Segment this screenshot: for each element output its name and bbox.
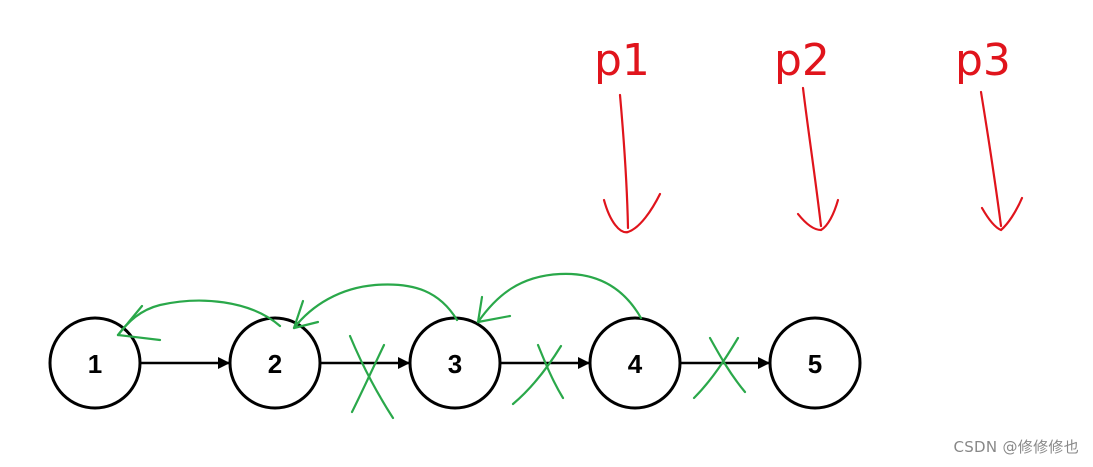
cross-mark-3-4 (511, 343, 565, 406)
pointer-p2-label: p2 (774, 35, 830, 86)
node-2: 2 (228, 316, 322, 410)
pointer-p2: p2 (774, 35, 840, 232)
node-5-label: 5 (808, 349, 822, 379)
node-3-label: 3 (448, 349, 462, 379)
node-2-label: 2 (268, 349, 282, 379)
pointer-p3-label: p3 (955, 35, 1011, 86)
reverse-arrow-4-to-3 (476, 272, 643, 324)
node-4-label: 4 (628, 349, 643, 379)
pointer-p3-arrow (979, 90, 1024, 232)
pointer-p3: p3 (955, 35, 1024, 232)
pointer-p1: p1 (594, 35, 662, 234)
node-5-circle (768, 316, 862, 410)
node-1: 1 (48, 316, 142, 410)
cross-mark-4-5 (692, 336, 747, 400)
csdn-watermark: CSDN @修修修也 (953, 438, 1079, 456)
node-1-label: 1 (88, 349, 102, 379)
node-2-circle (228, 316, 322, 410)
pointer-p2-arrow (796, 86, 840, 232)
node-4: 4 (588, 316, 682, 410)
pointer-p1-arrow (602, 93, 662, 234)
node-4-circle (588, 316, 682, 410)
reverse-arrow-2-to-1 (116, 299, 282, 342)
pointer-p1-label: p1 (594, 35, 650, 86)
cross-marks (348, 334, 747, 420)
reverse-arrows (116, 272, 643, 342)
reverse-arrow-3-to-2 (292, 283, 459, 330)
node-3: 3 (408, 316, 502, 410)
node-5: 5 (768, 316, 862, 410)
node-1-circle (48, 316, 142, 410)
cross-mark-2-3 (348, 334, 395, 420)
